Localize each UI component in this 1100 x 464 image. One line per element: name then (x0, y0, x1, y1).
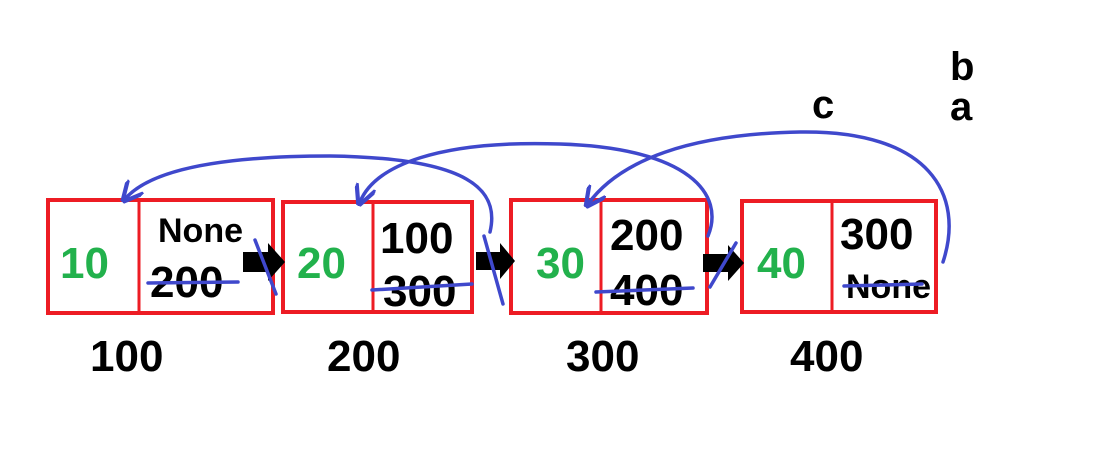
label-b: b (950, 45, 974, 89)
node-1-strike (146, 280, 240, 285)
node-4-box (740, 199, 938, 314)
node-2-strike (370, 282, 474, 292)
node-4-strike (842, 282, 924, 288)
node-1-value: 10 (60, 239, 109, 288)
label-a: a (950, 85, 973, 129)
back-arrow-3-to-2 (360, 141, 714, 238)
crossed-arrow-marks (253, 234, 738, 306)
node-4-pointer-top: 300 (840, 210, 913, 259)
slash-mark (482, 234, 505, 306)
node-3-address: 300 (566, 332, 639, 381)
back-arrow-2-to-1 (125, 154, 494, 234)
forward-arrow-icon (476, 243, 515, 279)
slash-mark (708, 241, 738, 289)
node-4-address: 400 (790, 332, 863, 381)
label-c: c (812, 83, 834, 127)
node-3-value: 30 (536, 239, 585, 288)
node-3-strike (594, 286, 695, 294)
node-3-pointer-top: 200 (610, 211, 683, 260)
back-arrow-4-to-3 (588, 130, 951, 264)
node-1-address: 100 (90, 332, 163, 381)
node-1-pointer-top: None (158, 212, 243, 250)
slash-mark (253, 238, 278, 296)
node-2-box (281, 200, 474, 314)
node-2-pointer-bottom: 300 (383, 267, 456, 316)
node-2: 20 100 300 200 (281, 200, 474, 381)
forward-arrows (243, 243, 744, 281)
node-2-address: 200 (327, 332, 400, 381)
node-1: 10 None 200 100 (46, 198, 275, 381)
node-4: 40 300 None 400 (740, 199, 938, 381)
node-2-pointer-top: 100 (380, 214, 453, 263)
backward-arrows (125, 130, 951, 264)
node-3: 30 200 400 300 (509, 198, 709, 381)
node-2-value: 20 (297, 239, 346, 288)
node-4-value: 40 (757, 239, 806, 288)
